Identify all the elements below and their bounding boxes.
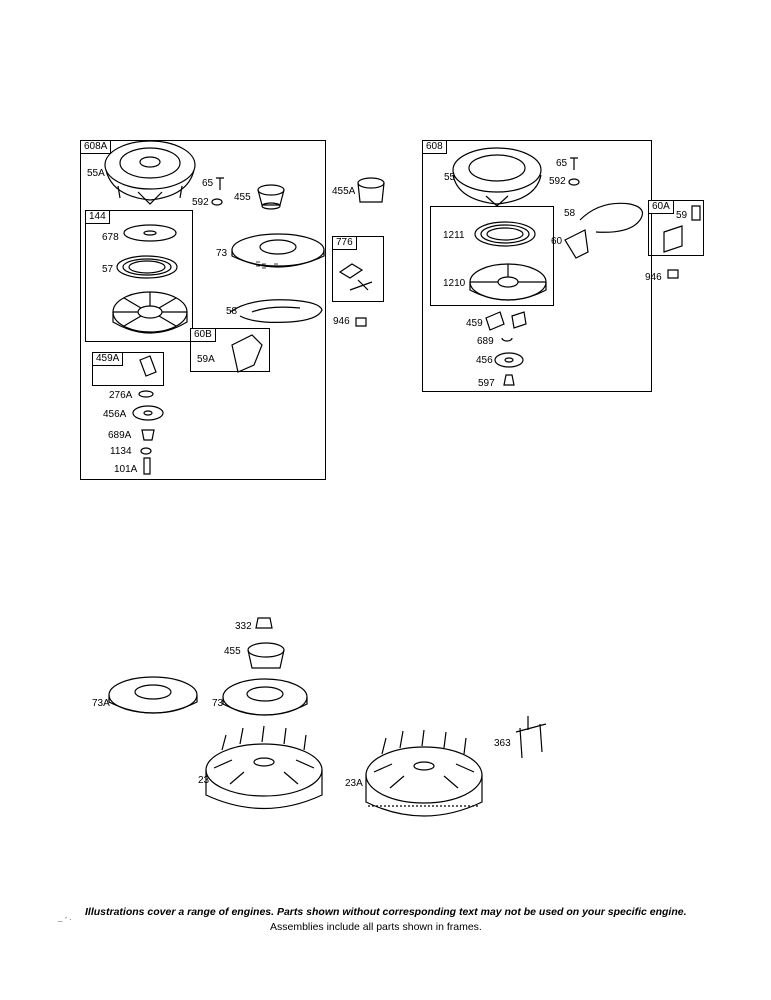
rewind-housing-55A [104, 140, 196, 205]
label-65-right: 65 [556, 158, 568, 169]
label-597: 597 [478, 378, 495, 389]
label-1134: 1134 [110, 446, 132, 457]
label-23A: 23A [345, 778, 363, 789]
frame-144-tag: 144 [86, 211, 110, 224]
label-592-left: 592 [192, 197, 209, 208]
label-276A: 276A [109, 390, 133, 401]
label-59A: 59A [197, 354, 215, 365]
frame-60A: 60A [648, 200, 704, 256]
footer-assemblies-note: Assemblies include all parts shown in fr… [270, 921, 482, 933]
label-73A: 73A [92, 698, 110, 709]
label-332: 332 [235, 621, 252, 632]
label-60: 60 [551, 236, 563, 247]
label-363: 363 [494, 738, 511, 749]
frame-608-tag: 608 [423, 141, 447, 154]
frame-776-tag: 776 [333, 237, 357, 250]
label-459: 459 [466, 318, 483, 329]
label-58-right: 58 [564, 208, 576, 219]
footer-marks: _ - . [58, 913, 72, 922]
frame-1211-1210 [430, 206, 554, 306]
label-101A: 101A [114, 464, 138, 475]
frame-60B-tag: 60B [191, 329, 216, 342]
frame-144: 144 [85, 210, 193, 342]
frame-459A: 459A [92, 352, 164, 386]
label-455A: 455A [332, 186, 356, 197]
frame-608A-tag: 608A [81, 141, 112, 154]
label-1211: 1211 [443, 230, 465, 241]
frame-459A-tag: 459A [93, 353, 124, 366]
label-58-left: 58 [226, 306, 238, 317]
label-592-right: 592 [549, 176, 566, 187]
footer-disclaimer: Illustrations cover a range of engines. … [85, 906, 687, 918]
frame-776: 776 [332, 236, 384, 302]
label-678: 678 [102, 232, 119, 243]
label-57: 57 [102, 264, 114, 275]
frame-608: 608 [422, 140, 652, 392]
frame-608A: 608A [80, 140, 326, 480]
label-455-bottom: 455 [224, 646, 241, 657]
label-65-left: 65 [202, 178, 214, 189]
label-55A: 55A [87, 168, 105, 179]
label-23: 23 [198, 775, 210, 786]
label-73-bottom: 73 [212, 698, 224, 709]
label-55: 55 [444, 172, 456, 183]
label-946-right: 946 [645, 272, 662, 283]
label-59: 59 [676, 210, 688, 221]
label-1210: 1210 [443, 278, 466, 289]
label-456: 456 [476, 355, 493, 366]
label-689A: 689A [108, 430, 132, 441]
frame-60B: 60B [190, 328, 270, 372]
label-456A: 456A [103, 409, 127, 420]
label-73-left: 73 [216, 248, 228, 259]
label-455: 455 [234, 192, 251, 203]
label-689: 689 [477, 336, 494, 347]
frame-60A-tag: 60A [649, 201, 674, 214]
label-946-left: 946 [333, 316, 350, 327]
